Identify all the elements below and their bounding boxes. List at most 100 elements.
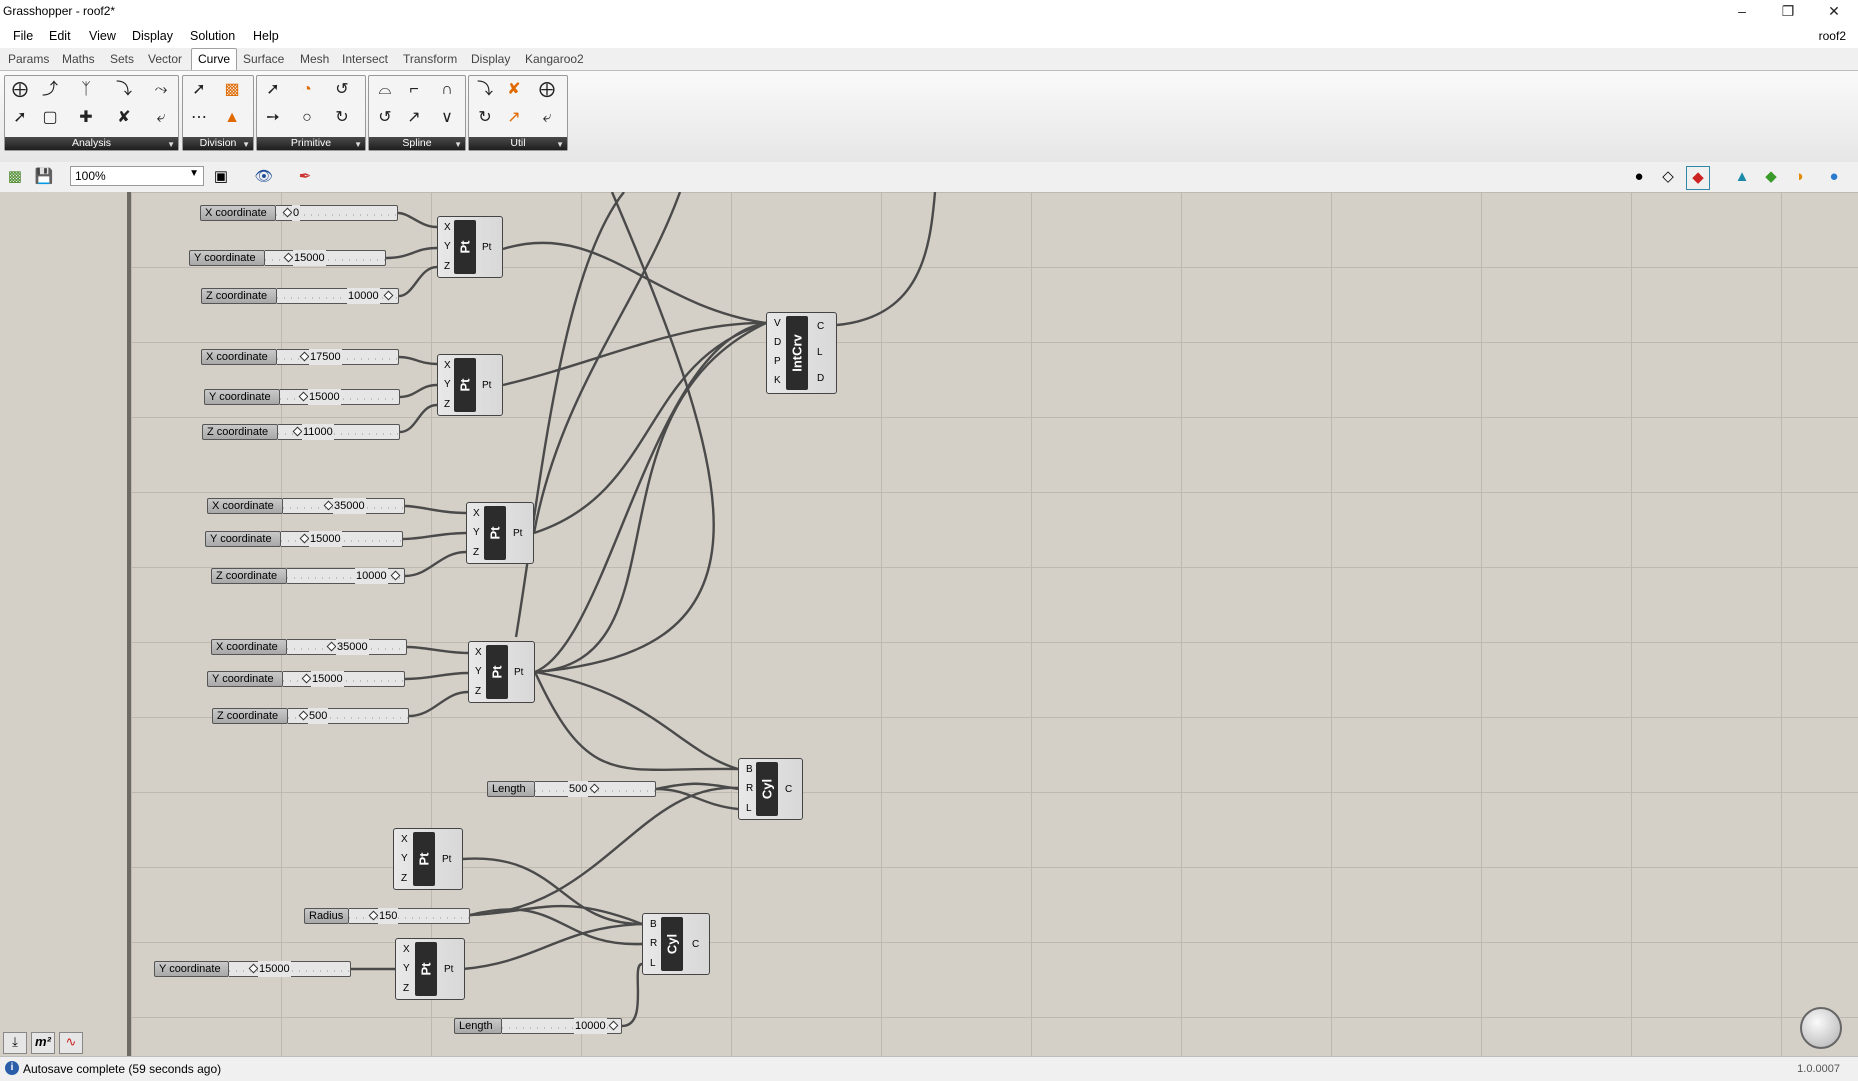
- navigation-compass-icon[interactable]: [1800, 1007, 1842, 1049]
- slider-x-coordinate[interactable]: X coordinate 35000: [207, 498, 405, 514]
- slider-radius[interactable]: Radius 150: [304, 908, 470, 924]
- slider-track[interactable]: [277, 288, 399, 304]
- extend-icon[interactable]: ⤶: [542, 109, 552, 126]
- input-y[interactable]: Y: [444, 379, 451, 390]
- wireframe-preview-icon[interactable]: ◇: [1662, 168, 1674, 185]
- slider-y-coordinate[interactable]: Y coordinate 15000: [154, 961, 351, 977]
- expand-icon[interactable]: ▼: [454, 140, 462, 149]
- output-pt[interactable]: Pt: [514, 667, 524, 678]
- tab-sets[interactable]: Sets: [110, 52, 135, 66]
- slider-track[interactable]: [276, 205, 398, 221]
- curve-length-icon[interactable]: ➚: [13, 109, 27, 126]
- input-v[interactable]: V: [774, 318, 781, 329]
- preview-material-icon[interactable]: ◆: [1765, 168, 1777, 185]
- input-z[interactable]: Z: [444, 261, 451, 272]
- tab-display[interactable]: Display: [471, 52, 511, 66]
- input-y[interactable]: Y: [444, 241, 451, 252]
- input-y[interactable]: Y: [403, 963, 410, 974]
- output-pt[interactable]: Pt: [442, 854, 452, 865]
- curve-branch-icon[interactable]: ᛉ: [81, 81, 91, 98]
- input-x[interactable]: X: [475, 647, 482, 658]
- zoom-select[interactable]: 100%▼: [70, 166, 204, 186]
- menu-view[interactable]: View: [89, 29, 116, 43]
- circle-icon[interactable]: ○: [302, 109, 312, 126]
- input-d[interactable]: D: [774, 337, 782, 348]
- slider-length[interactable]: Length 10000: [454, 1018, 622, 1034]
- tab-transform[interactable]: Transform: [403, 52, 458, 66]
- slider-z-coordinate[interactable]: Z coordinate 10000: [201, 288, 399, 304]
- input-x[interactable]: X: [401, 834, 408, 845]
- slider-x-coordinate[interactable]: X coordinate 17500: [201, 349, 399, 365]
- cylinder-component[interactable]: B R L Cyl C: [642, 913, 710, 975]
- menu-help[interactable]: Help: [253, 29, 279, 43]
- restore-button[interactable]: ❐: [1781, 3, 1795, 19]
- download-icon[interactable]: ⤓: [3, 1032, 27, 1054]
- input-y[interactable]: Y: [401, 853, 408, 864]
- input-x[interactable]: X: [473, 508, 480, 519]
- menu-solution[interactable]: Solution: [190, 29, 236, 43]
- line-icon[interactable]: ➚: [266, 81, 280, 98]
- tab-surface[interactable]: Surface: [243, 52, 285, 66]
- curve-tangent-icon[interactable]: ⤳: [154, 81, 168, 98]
- input-x[interactable]: X: [403, 944, 410, 955]
- input-l[interactable]: L: [746, 803, 752, 814]
- explode-icon[interactable]: ↻: [478, 109, 492, 126]
- slider-z-coordinate[interactable]: Z coordinate 500: [212, 708, 409, 724]
- expand-icon[interactable]: ▼: [167, 140, 175, 149]
- join-icon[interactable]: ⨁: [539, 81, 555, 98]
- tab-mesh[interactable]: Mesh: [300, 52, 330, 66]
- open-file-icon[interactable]: ▩: [7, 168, 23, 185]
- save-file-icon[interactable]: 💾: [34, 168, 54, 185]
- input-k[interactable]: K: [774, 375, 781, 386]
- input-x[interactable]: X: [444, 360, 451, 371]
- output-pt[interactable]: Pt: [482, 380, 492, 391]
- polygon-icon[interactable]: ↻: [335, 109, 349, 126]
- polyline-icon[interactable]: ↗: [407, 109, 421, 126]
- cylinder-component[interactable]: B R L Cyl C: [738, 758, 803, 820]
- input-l[interactable]: L: [650, 958, 656, 969]
- construct-point-component[interactable]: X Y Z Pt Pt: [395, 938, 465, 1000]
- input-z[interactable]: Z: [475, 686, 482, 697]
- slider-length[interactable]: Length 500: [487, 781, 656, 797]
- tab-maths[interactable]: Maths: [62, 52, 95, 66]
- divide-length-icon[interactable]: ⋯: [191, 109, 207, 126]
- construct-point-component[interactable]: X Y Z Pt Pt: [437, 354, 503, 416]
- slider-x-coordinate[interactable]: X coordinate 0: [200, 205, 398, 221]
- units-icon[interactable]: m²: [31, 1032, 55, 1054]
- tab-vector[interactable]: Vector: [148, 52, 183, 66]
- menu-edit[interactable]: Edit: [49, 29, 71, 43]
- input-b[interactable]: B: [650, 919, 657, 930]
- slider-y-coordinate[interactable]: Y coordinate 15000: [207, 671, 405, 687]
- output-l[interactable]: L: [817, 347, 823, 358]
- slider-y-coordinate[interactable]: Y coordinate 15000: [205, 531, 403, 547]
- output-c[interactable]: C: [785, 784, 793, 795]
- offset-icon[interactable]: ⤵: [476, 81, 493, 98]
- tab-curve[interactable]: Curve: [191, 48, 238, 70]
- tab-kangaroo2[interactable]: Kangaroo2: [525, 52, 584, 66]
- kinky-curve-icon[interactable]: ⌐: [409, 81, 419, 98]
- preview-color-icon[interactable]: ◑: [1794, 168, 1804, 185]
- slider-z-coordinate[interactable]: Z coordinate 11000: [202, 424, 400, 440]
- input-y[interactable]: Y: [473, 527, 480, 538]
- arc-icon[interactable]: ◔: [302, 81, 312, 98]
- slider-y-coordinate[interactable]: Y coordinate 15000: [204, 389, 400, 405]
- output-pt[interactable]: Pt: [444, 964, 454, 975]
- minimize-button[interactable]: –: [1738, 3, 1746, 19]
- tab-intersect[interactable]: Intersect: [342, 52, 389, 66]
- construct-point-component[interactable]: X Y Z Pt Pt: [437, 216, 503, 278]
- slider-x-coordinate[interactable]: X coordinate 35000: [211, 639, 407, 655]
- tab-params[interactable]: Params: [8, 52, 50, 66]
- output-pt[interactable]: Pt: [482, 242, 492, 253]
- curve-area-icon[interactable]: ▢: [42, 109, 58, 126]
- divide-curve-icon[interactable]: ➚: [192, 81, 206, 98]
- curve-analysis-icon[interactable]: ⨁: [12, 81, 28, 98]
- menu-file[interactable]: File: [13, 29, 34, 43]
- output-c[interactable]: C: [817, 321, 825, 332]
- curve-frames-icon[interactable]: ⤵: [115, 81, 132, 98]
- preview-eye-icon[interactable]: 👁: [254, 168, 274, 185]
- preview-off-icon[interactable]: ●: [1634, 168, 1644, 185]
- interpolate-curve-component[interactable]: V D P K IntCrv C L D: [766, 312, 837, 394]
- construct-point-component[interactable]: X Y Z Pt Pt: [393, 828, 463, 890]
- input-z[interactable]: Z: [401, 873, 408, 884]
- input-r[interactable]: R: [746, 783, 754, 794]
